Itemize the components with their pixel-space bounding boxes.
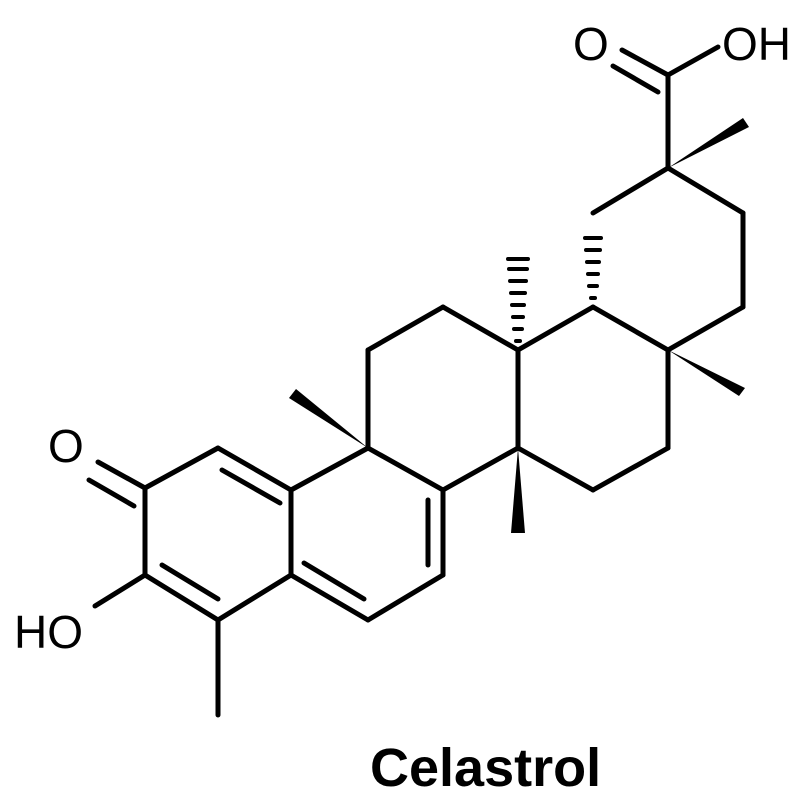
wedge-methyl	[289, 389, 368, 448]
bond	[515, 445, 596, 493]
ring-e	[590, 165, 746, 353]
acid-hydroxyl-label: OH	[722, 18, 791, 70]
double-bond-inner	[219, 467, 283, 506]
carbonyl-oxygen-label: O	[573, 18, 609, 70]
wedge-methyl	[668, 350, 745, 396]
bond	[365, 572, 446, 623]
bond	[665, 304, 746, 353]
bond	[365, 304, 446, 353]
ketone-group: O	[48, 420, 148, 509]
ketone-oxygen-label: O	[48, 420, 84, 472]
bond	[440, 445, 521, 493]
double-bond-inner	[301, 560, 367, 602]
carboxylic-acid-group: O OH	[573, 18, 791, 171]
wedge-methyl	[511, 448, 525, 533]
bond	[590, 445, 671, 493]
bond	[288, 445, 371, 493]
hydroxyl-group: HO	[14, 572, 148, 658]
bond	[619, 47, 671, 78]
ring-b	[288, 445, 446, 623]
hydroxyl-label: HO	[14, 606, 83, 658]
bond	[590, 304, 671, 353]
bond	[440, 304, 521, 353]
bond	[215, 572, 294, 623]
ring-c	[365, 304, 521, 493]
bond	[590, 165, 671, 216]
bond	[365, 445, 446, 493]
double-bond-inner	[159, 562, 221, 602]
ring-d	[515, 304, 671, 493]
hashed-methyl	[506, 257, 530, 343]
ring-a	[142, 445, 294, 623]
bond	[665, 44, 721, 78]
wedge-methyl	[668, 118, 749, 168]
bond	[610, 63, 661, 95]
bond	[86, 477, 137, 509]
bond	[142, 445, 221, 491]
hashed-bond	[583, 236, 603, 300]
bond	[665, 165, 746, 216]
bond	[95, 459, 148, 491]
bond	[92, 572, 148, 609]
bond	[288, 572, 371, 623]
compound-name: Celastrol	[370, 738, 601, 798]
bond	[142, 572, 221, 623]
bond	[215, 445, 294, 493]
bond	[515, 304, 596, 353]
